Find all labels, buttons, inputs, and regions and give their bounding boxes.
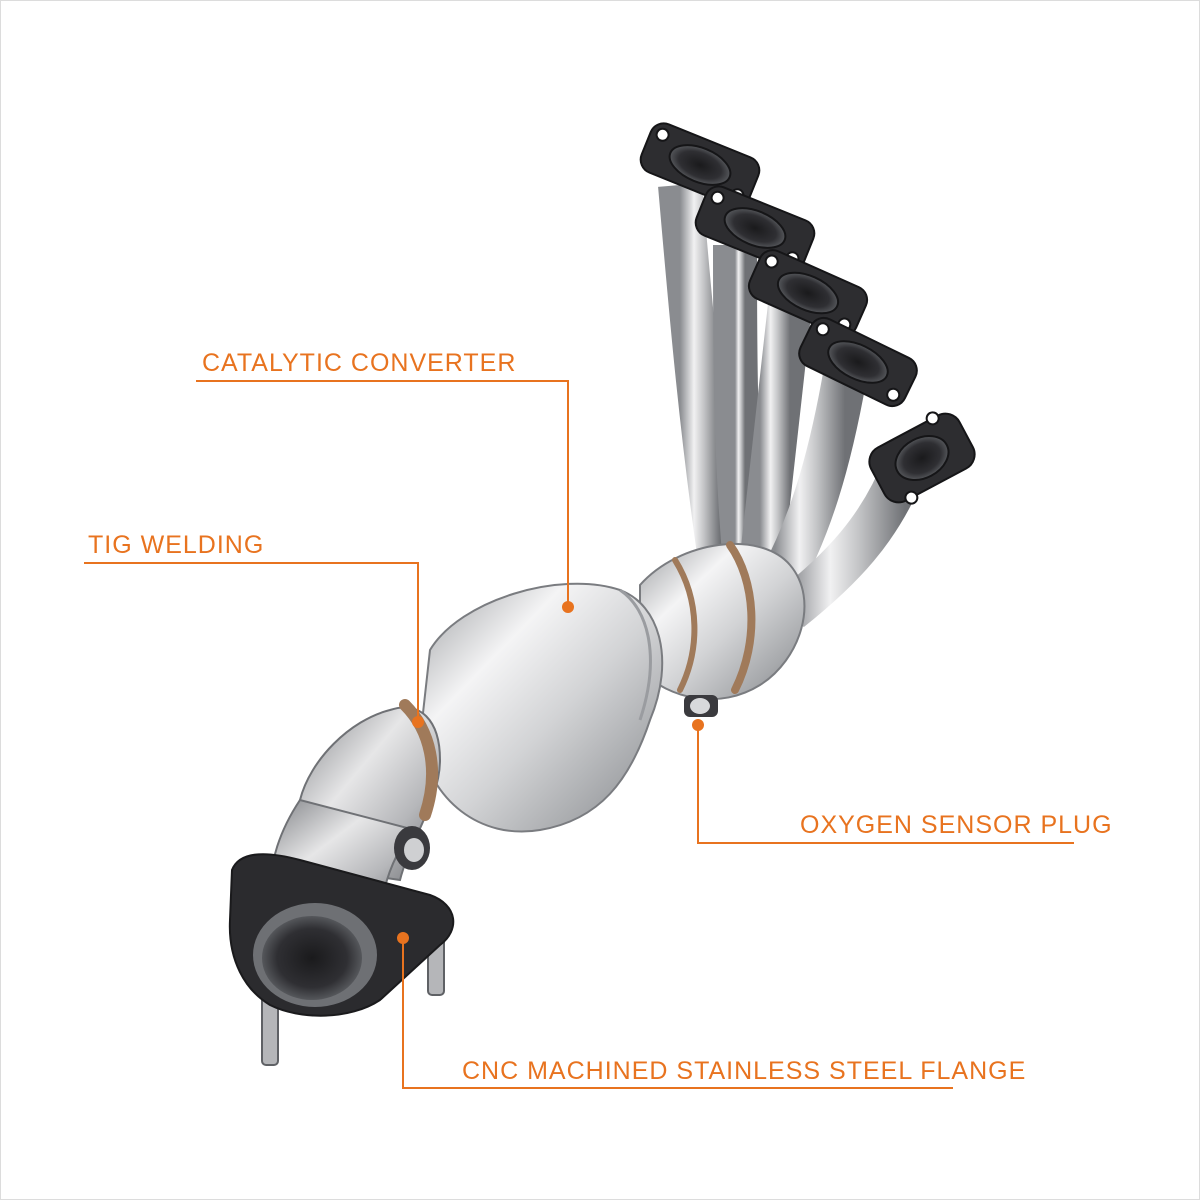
leader-flange <box>402 938 953 1089</box>
dot-tig-welding <box>412 716 424 728</box>
leader-tig-welding <box>84 562 419 722</box>
callout-tig-welding: TIG WELDING <box>88 531 265 559</box>
leader-catalytic-converter <box>196 380 569 607</box>
tig-weld-bead <box>399 699 439 821</box>
header-port-flanges <box>639 122 976 505</box>
callout-leaders <box>84 380 1074 1089</box>
callout-catalytic-converter: CATALYTIC CONVERTER <box>202 349 517 377</box>
callout-dots <box>397 601 704 944</box>
collector-weld-seam <box>726 541 756 694</box>
dot-flange <box>397 932 409 944</box>
catalytic-converter-body <box>418 582 664 833</box>
oxygen-sensor-plug <box>684 695 718 717</box>
dot-oxygen-sensor <box>692 719 704 731</box>
leader-oxygen-sensor <box>697 725 1074 844</box>
flange-outlet-hole <box>262 916 362 1000</box>
lower-sensor-boss <box>394 826 430 870</box>
callout-stainless-steel-flange: CNC MACHINED STAINLESS STEEL FLANGE <box>462 1057 1027 1085</box>
dot-catalytic-converter <box>562 601 574 613</box>
collector-pipe <box>639 543 806 701</box>
callout-oxygen-sensor-plug: OXYGEN SENSOR PLUG <box>800 811 1113 839</box>
